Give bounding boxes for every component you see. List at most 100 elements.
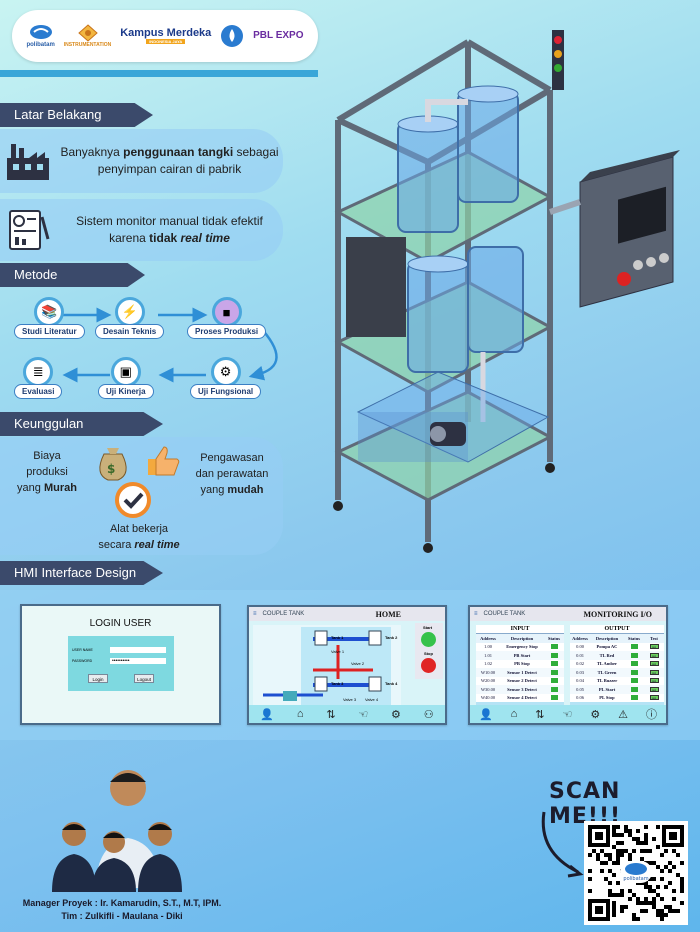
qr-code[interactable]: polibatam [584, 821, 688, 925]
password-field[interactable]: •••••••••• [110, 658, 166, 664]
pbl-expo-logo: PBL EXPO [253, 30, 304, 41]
kampus-merdeka-logo: Kampus Merdeka INDONESIA JAYA [120, 27, 212, 44]
group-icon[interactable]: ⚇ [423, 708, 434, 721]
curved-arrow-icon [541, 811, 584, 878]
login-title: LOGIN USER [89, 618, 152, 629]
metode-step-uji-kinerja: ▣ Uji Kinerja [98, 357, 154, 399]
home-control-panel: Start Stop [415, 623, 443, 679]
factory-icon [0, 140, 56, 182]
info-icon[interactable]: ⓘ [646, 709, 657, 721]
io-arrows-icon[interactable]: ⇅ [326, 708, 336, 721]
hand-icon[interactable]: ☜ [562, 708, 573, 721]
gear-icon[interactable]: ⚙ [590, 708, 601, 721]
clock-check-icon [114, 481, 152, 524]
metode-step-evaluasi: ≣ Evaluasi [14, 357, 63, 399]
polibatam-logo: polibatam [26, 24, 55, 48]
io-arrows-icon[interactable]: ⇅ [535, 708, 545, 721]
start-button[interactable] [421, 632, 436, 647]
test-button[interactable]: test [649, 669, 659, 675]
hand-icon[interactable]: ☜ [358, 708, 369, 721]
status-led [630, 644, 638, 650]
status-led [550, 652, 558, 658]
svg-text:polibatam: polibatam [623, 876, 648, 882]
status-led [630, 686, 638, 692]
test-button[interactable]: test [649, 661, 659, 667]
test-button[interactable]: test [649, 695, 659, 701]
gear-icon[interactable]: ⚙ [391, 708, 401, 721]
test-button[interactable]: test [649, 678, 659, 684]
latar-card-2: Sistem monitor manual tidak efektif kare… [0, 199, 283, 261]
scan-me-label: SCAN ME!!! [549, 779, 622, 829]
svg-text:$: $ [107, 462, 115, 476]
monitor-icon: ▣ [110, 357, 141, 387]
team-members: Tim : Zulkifli - Maulana - Diki [61, 911, 183, 921]
home-process-diagram: Tank 1 Tank 2 Tank 3 Tank 4 Valve 1 Valv… [253, 625, 401, 707]
logo-bar: polibatam INSTRUMENTATION Kampus Merdeka… [12, 10, 318, 62]
couple-tank-machine-illustration [333, 30, 680, 553]
home-icon[interactable]: ⌂ [510, 708, 518, 720]
status-led [630, 652, 638, 658]
metode-step-proses-produksi: ■ Proses Produksi [187, 297, 267, 339]
water-drop-logo [220, 24, 244, 48]
user-icon[interactable]: 👤 [478, 708, 493, 721]
logout-button[interactable]: Logout [134, 674, 154, 683]
header-underline [0, 70, 318, 77]
status-led [630, 678, 638, 684]
section-metode: Metode [0, 263, 145, 287]
thumbs-up-icon [146, 445, 182, 482]
status-led [550, 678, 558, 684]
login-panel: USER NAME PASSWORD •••••••••• Login Logo… [68, 636, 174, 691]
test-button[interactable]: test [649, 644, 659, 650]
login-button[interactable]: Login [88, 674, 108, 683]
test-button[interactable]: test [649, 652, 659, 658]
status-led [550, 661, 558, 667]
test-button[interactable]: test [649, 686, 659, 692]
document-icon: ≣ [23, 357, 54, 387]
section-latar-belakang: Latar Belakang [0, 103, 153, 127]
section-keunggulan: Keunggulan [0, 412, 163, 436]
hmi-login-screen: LOGIN USER USER NAME PASSWORD ••••••••••… [20, 604, 221, 725]
user-icon[interactable]: 👤 [260, 708, 275, 721]
stop-button[interactable] [421, 658, 436, 673]
section-hmi-interface-design: HMI Interface Design [0, 561, 163, 585]
report-icon [0, 209, 56, 251]
metode-step-studi-literatur: 📚 Studi Literatur [14, 297, 85, 339]
monitoring-bottom-nav: 👤 ⌂ ⇅ ☜ ⚙ ⚠ ⓘ [470, 705, 666, 723]
cube-icon: ■ [211, 297, 242, 327]
latar-text-2: Sistem monitor manual tidak efektif kare… [76, 214, 263, 245]
home-bottom-nav: 👤 ⌂ ⇅ ☜ ⚙ ⚇ [249, 705, 445, 723]
username-field[interactable] [110, 647, 166, 653]
status-led [550, 644, 558, 650]
status-led [550, 669, 558, 675]
lightning-icon: ⚡ [114, 297, 145, 327]
home-icon[interactable]: ⌂ [296, 708, 304, 720]
status-led [630, 695, 638, 701]
team-photo [52, 770, 182, 892]
latar-text-1: Banyaknya penggunaan tangki sebagai peny… [60, 145, 279, 176]
warning-icon[interactable]: ⚠ [618, 708, 629, 721]
money-bag-icon: $ [92, 446, 134, 487]
team-manager: Manager Proyek : Ir. Kamarudin, S.T., M.… [22, 898, 222, 908]
